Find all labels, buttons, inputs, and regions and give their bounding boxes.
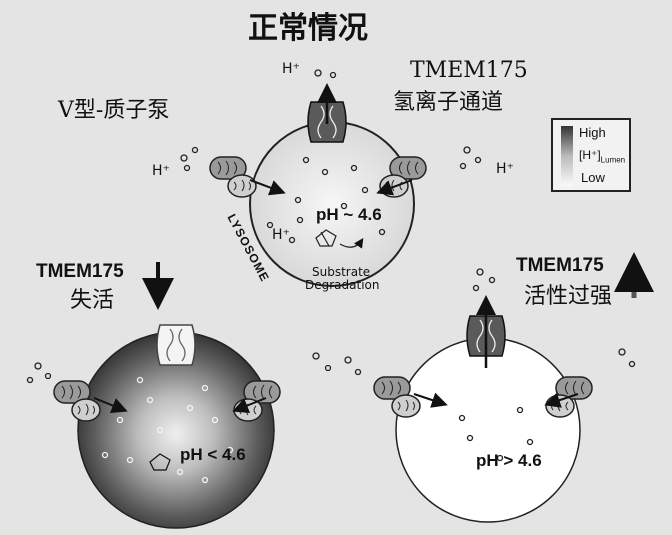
diagram-title: 正常情况 xyxy=(248,14,368,44)
legend-mid: [H⁺]Lumen xyxy=(579,148,625,164)
overactive-subtitle: 活性过强 xyxy=(524,286,612,308)
inactive-title: TMEM175 xyxy=(36,262,124,281)
h-plus-label: H⁺ xyxy=(152,164,170,178)
legend-gradient-bar xyxy=(561,126,573,186)
ph-overactive: pH > 4.6 xyxy=(476,452,542,469)
ph-legend: High [H⁺]Lumen Low xyxy=(551,118,631,192)
proton-channel-label: 氢离子通道 xyxy=(393,92,503,114)
lysosome-normal xyxy=(250,122,414,286)
substrate-label: Substrate xyxy=(312,266,370,278)
ph-normal: pH ~ 4.6 xyxy=(316,206,382,223)
legend-mid-label: [H⁺] xyxy=(579,148,601,162)
legend-high: High xyxy=(579,125,606,140)
inactive-subtitle: 失活 xyxy=(70,290,114,312)
lysosome-overactive xyxy=(396,338,580,522)
tmem175-label: TMEM175 xyxy=(410,60,528,82)
legend-mid-sub: Lumen xyxy=(601,155,625,164)
v-atpase-label: V型-质子泵 xyxy=(58,100,169,122)
h-plus-label: H⁺ xyxy=(272,228,290,242)
h-plus-label: H⁺ xyxy=(496,162,514,176)
h-plus-label: H⁺ xyxy=(282,62,300,76)
overactive-title: TMEM175 xyxy=(516,256,604,275)
legend-low: Low xyxy=(581,170,605,185)
ph-inactive: pH < 4.6 xyxy=(180,446,246,463)
degradation-label: Degradation xyxy=(305,279,379,291)
